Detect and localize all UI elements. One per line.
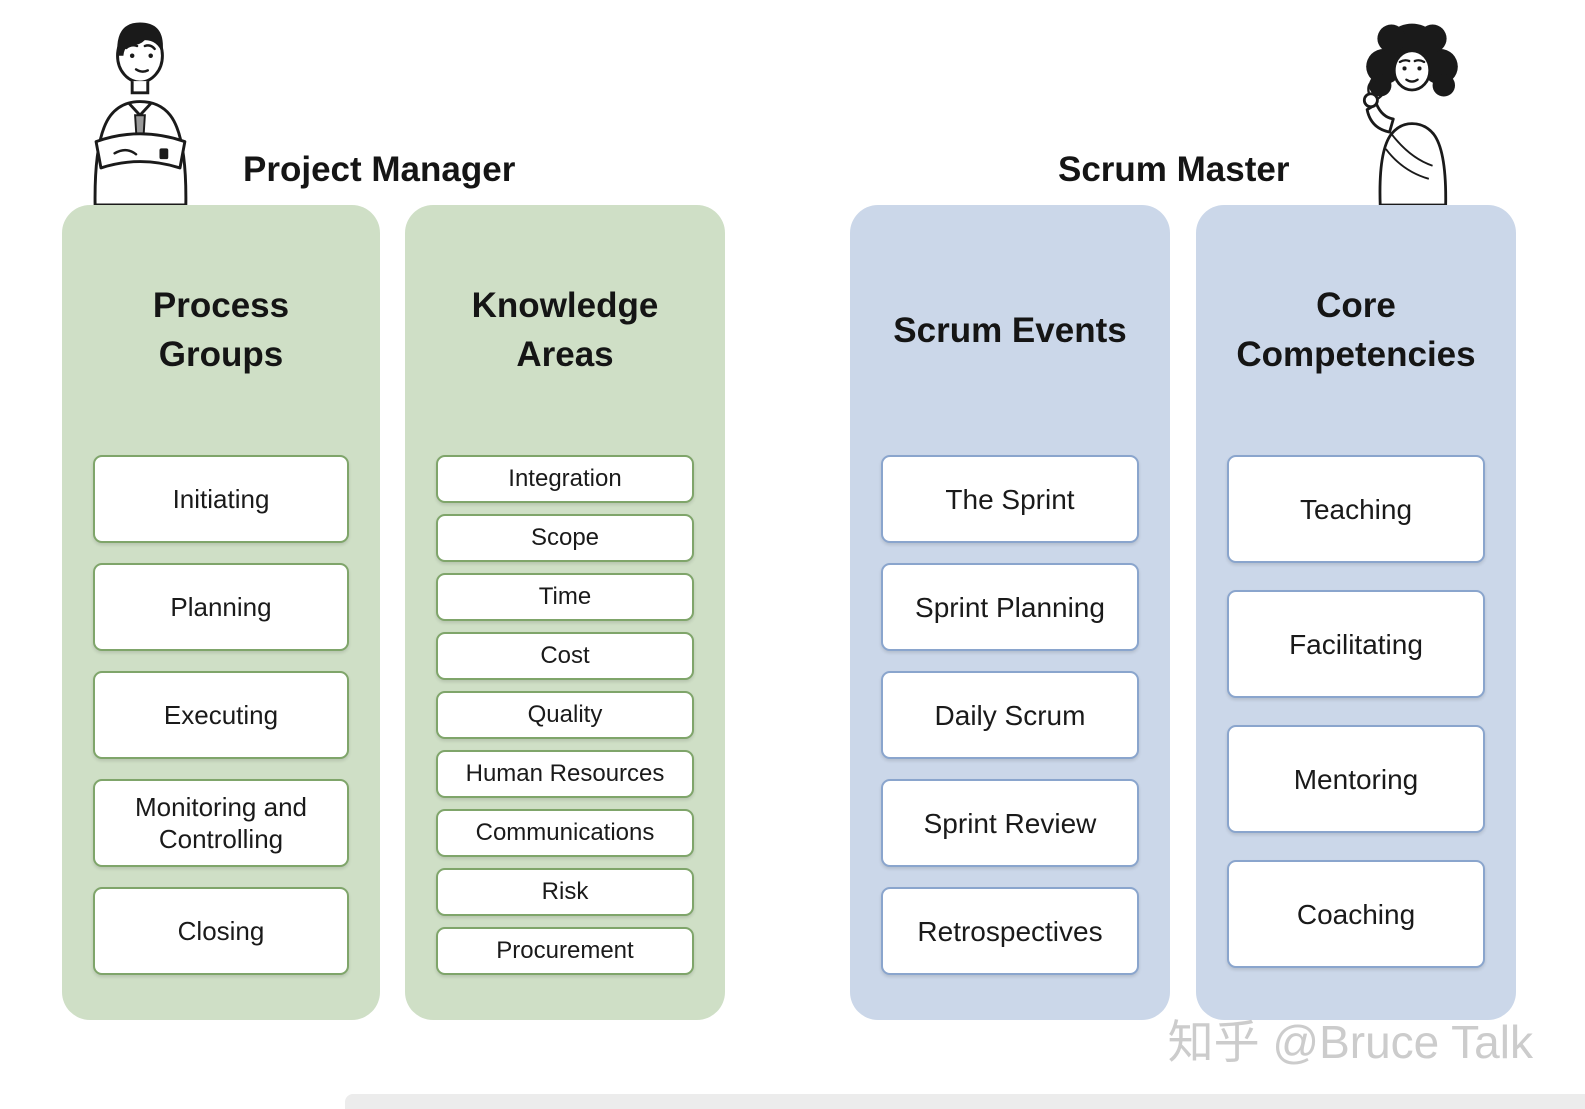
column-header-knowledge-areas: Knowledge Areas (405, 205, 725, 455)
card-communications: Communications (436, 809, 694, 857)
column-knowledge-areas: Knowledge Areas Integration Scope Time C… (405, 205, 725, 1020)
man-with-crossed-arms-icon (64, 5, 214, 210)
woman-with-ok-gesture-icon (1332, 18, 1492, 210)
card-quality: Quality (436, 691, 694, 739)
card-procurement: Procurement (436, 927, 694, 975)
card-coaching: Coaching (1227, 860, 1485, 968)
column-header-label: Scrum Events (893, 310, 1127, 350)
column-header-process-groups: Process Groups (62, 205, 380, 455)
process-groups-list: Initiating Planning Executing Monitoring… (93, 455, 349, 975)
core-competencies-list: Teaching Facilitating Mentoring Coaching (1227, 455, 1485, 968)
card-monitoring-and-controlling: Monitoring and Controlling (93, 779, 349, 867)
watermark: 知乎 @Bruce Talk (1167, 1016, 1533, 1068)
bottom-partial-bar (345, 1094, 1585, 1109)
title-scrum-master: Scrum Master (1058, 150, 1290, 189)
card-sprint-planning: Sprint Planning (881, 563, 1139, 651)
card-facilitating: Facilitating (1227, 590, 1485, 698)
card-cost: Cost (436, 632, 694, 680)
card-human-resources: Human Resources (436, 750, 694, 798)
column-header-label: Knowledge Areas (471, 286, 659, 374)
card-executing: Executing (93, 671, 349, 759)
knowledge-areas-list: Integration Scope Time Cost Quality Huma… (436, 455, 694, 975)
column-header-label: Process Groups (152, 286, 290, 374)
title-project-manager: Project Manager (243, 150, 516, 189)
card-teaching: Teaching (1227, 455, 1485, 563)
column-scrum-events: Scrum Events The Sprint Sprint Planning … (850, 205, 1170, 1020)
card-sprint-review: Sprint Review (881, 779, 1139, 867)
card-integration: Integration (436, 455, 694, 503)
card-daily-scrum: Daily Scrum (881, 671, 1139, 759)
card-time: Time (436, 573, 694, 621)
card-planning: Planning (93, 563, 349, 651)
card-initiating: Initiating (93, 455, 349, 543)
card-risk: Risk (436, 868, 694, 916)
column-core-competencies: Core Competencies Teaching Facilitating … (1196, 205, 1516, 1020)
card-scope: Scope (436, 514, 694, 562)
card-closing: Closing (93, 887, 349, 975)
scrum-events-list: The Sprint Sprint Planning Daily Scrum S… (881, 455, 1139, 975)
column-header-core-competencies: Core Competencies (1196, 205, 1516, 455)
column-header-scrum-events: Scrum Events (850, 205, 1170, 455)
card-mentoring: Mentoring (1227, 725, 1485, 833)
column-process-groups: Process Groups Initiating Planning Execu… (62, 205, 380, 1020)
column-header-label: Core Competencies (1236, 286, 1476, 374)
card-retrospectives: Retrospectives (881, 887, 1139, 975)
card-the-sprint: The Sprint (881, 455, 1139, 543)
